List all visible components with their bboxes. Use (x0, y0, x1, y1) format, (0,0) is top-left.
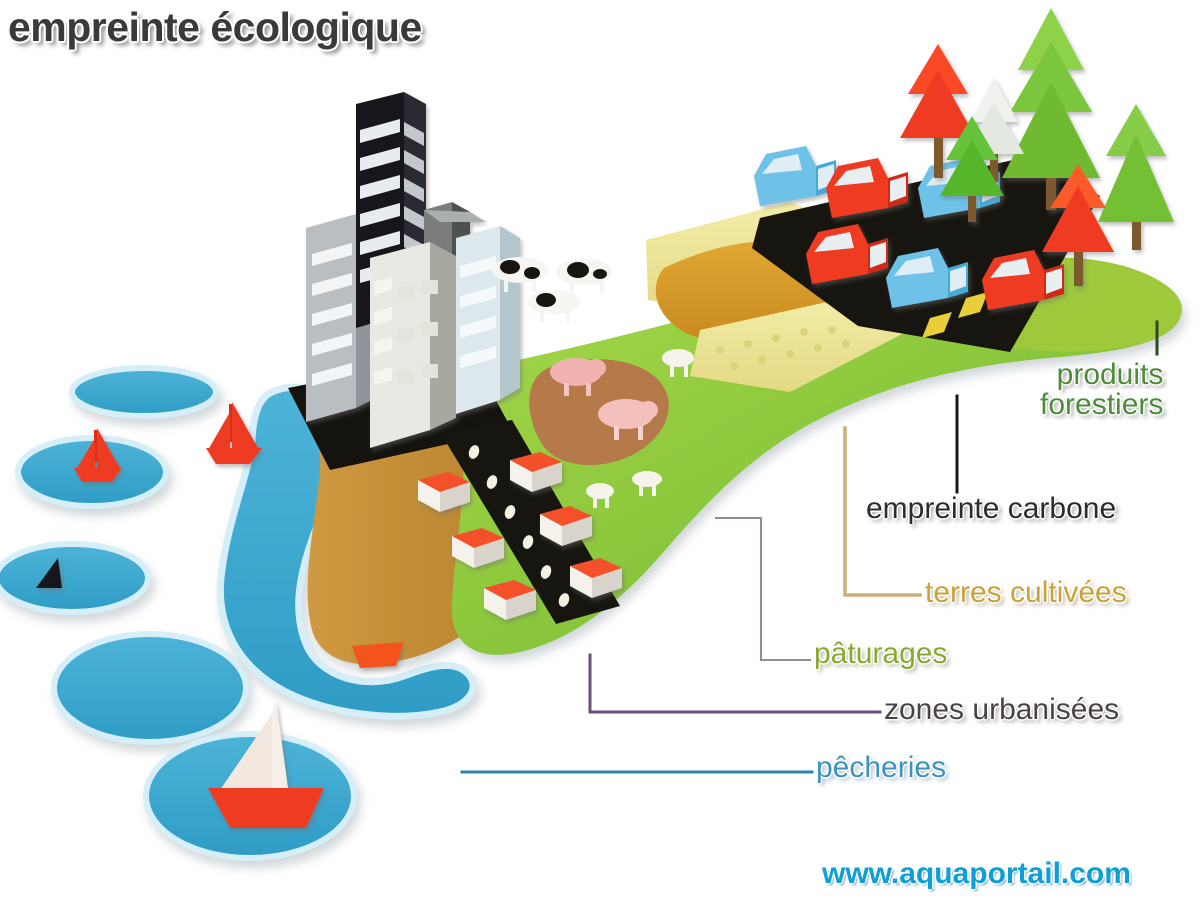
boat-orange-dinghy (352, 642, 404, 668)
sheep (632, 471, 662, 496)
leader-line-urban (588, 653, 882, 714)
boats-group (36, 402, 404, 828)
tree-autumn-red (900, 44, 976, 178)
leader-lines-group (460, 320, 1159, 774)
site-watermark: www.aquaportail.com (822, 857, 1131, 890)
leader-line-pasture (715, 517, 811, 661)
cow (528, 290, 580, 322)
tree-autumn-red (1042, 164, 1114, 286)
house (540, 506, 592, 546)
car-red (806, 224, 888, 284)
car-blue (754, 146, 836, 206)
sheep (586, 483, 614, 508)
grass-land (451, 255, 1180, 655)
callout-forest-line1: produits (1056, 358, 1164, 391)
houses-group (418, 452, 622, 620)
callout-label-produits-forestiers: produits forestiers (1040, 360, 1163, 420)
cows-group (492, 257, 612, 322)
pig (598, 399, 658, 440)
house (418, 472, 470, 512)
leader-line-cropland (843, 426, 922, 597)
house (484, 580, 536, 620)
water-pool-lower-left (51, 631, 249, 745)
cow (492, 257, 548, 292)
car-red (826, 158, 908, 218)
callout-label-paturages: pâturages (814, 637, 948, 670)
sailboat-red (206, 402, 262, 464)
sheep-group (586, 349, 694, 508)
sailboat-white-red (208, 700, 324, 828)
tree-conifer-green (1002, 8, 1100, 210)
crop-texture-dots (716, 326, 850, 370)
pig (550, 358, 606, 396)
house (510, 452, 562, 492)
skyline-group (306, 92, 520, 448)
car-blue (886, 248, 968, 308)
road-dashes (468, 445, 570, 607)
callout-label-empreinte-carbone: empreinte carbone (866, 492, 1117, 525)
pigs-group (550, 358, 658, 440)
forest-group (900, 8, 1174, 286)
cow (556, 259, 612, 294)
house (452, 528, 504, 568)
water-pool-mid-left (0, 541, 151, 615)
tree-conifer-green (1098, 104, 1174, 250)
house (570, 558, 622, 598)
sheep (662, 349, 694, 377)
building-beige (370, 242, 456, 448)
callout-label-pecheries: pêcheries (816, 751, 947, 784)
highway-center-dashes (922, 292, 988, 338)
callout-label-terres-cultivees: terres cultivées (925, 576, 1127, 609)
callout-forest-line2: forestiers (1040, 388, 1164, 421)
sailboat-red (74, 428, 122, 482)
page-title: empreinte écologique (8, 4, 422, 50)
tree-conifer-green (940, 116, 1004, 222)
boat-dark-fin (36, 558, 62, 588)
tower-pale-blue (456, 226, 520, 414)
car-red (982, 250, 1064, 310)
water-pool-top (69, 365, 219, 419)
callout-label-zones-urbanisees: zones urbanisées (884, 693, 1120, 726)
